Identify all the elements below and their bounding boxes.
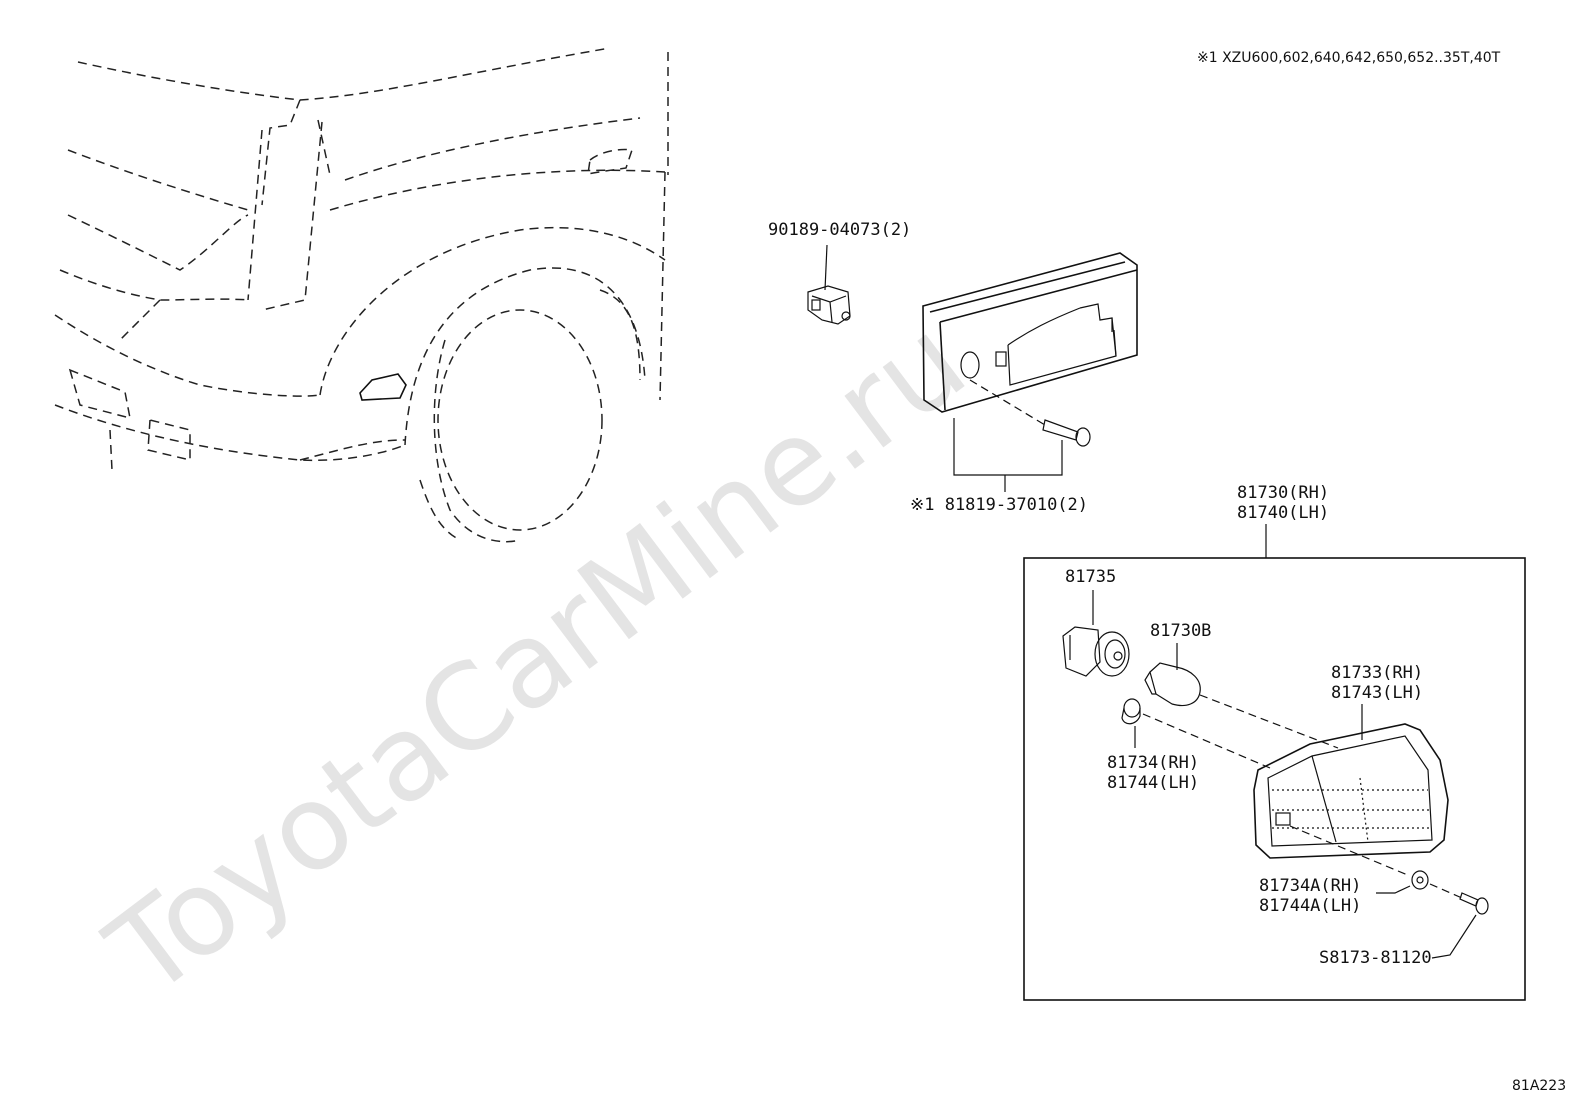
lens-part <box>1253 723 1449 859</box>
lamp-base-housing <box>922 252 1138 413</box>
label-washer-lh: 81744A(LH) <box>1259 896 1361 916</box>
bulb-part <box>1144 662 1201 707</box>
applicability-note: ※1 XZU600,602,640,642,650,652..35T,40T <box>1197 50 1501 66</box>
label-bulb: 81730B <box>1150 621 1211 641</box>
label-screw: S8173-81120 <box>1319 948 1432 968</box>
clip-part <box>807 285 851 325</box>
label-washer-rh: 81734A(RH) <box>1259 876 1361 896</box>
label-socket: 81735 <box>1065 567 1116 587</box>
label-clip: 90189-04073(2) <box>768 220 911 240</box>
assembly-box <box>1023 557 1526 1001</box>
side-lamp-location <box>359 373 407 401</box>
label-screw-marked: ※1 81819-37010(2) <box>910 495 1088 515</box>
screw-part <box>1459 892 1489 915</box>
label-gasket-rh: 81734(RH) <box>1107 753 1199 773</box>
diagram-code: 81A223 <box>1512 1078 1566 1094</box>
label-lens-lh: 81743(LH) <box>1331 683 1423 703</box>
truck-outline <box>54 47 669 543</box>
label-lens-rh: 81733(RH) <box>1331 663 1423 683</box>
label-assy-rh: 81730(RH) <box>1237 483 1329 503</box>
screw-81819 <box>1042 419 1091 447</box>
washer-part <box>1411 870 1429 890</box>
label-assy-lh: 81740(LH) <box>1237 503 1329 523</box>
socket-part <box>1062 626 1130 677</box>
watermark: ToyotaCarMine.ru <box>83 292 990 1023</box>
gasket-part <box>1121 698 1141 725</box>
label-gasket-lh: 81744(LH) <box>1107 773 1199 793</box>
